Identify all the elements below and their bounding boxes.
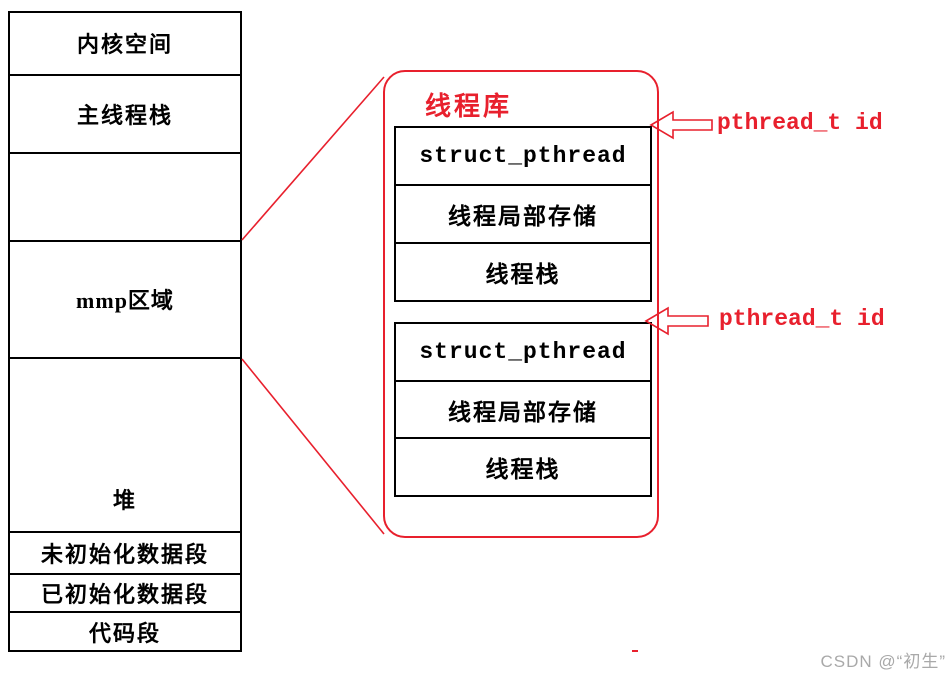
segment-label: mmp区域	[76, 288, 174, 314]
segment-label: 内核空间	[76, 32, 173, 58]
segment-label: 未初始化数据段	[40, 542, 209, 568]
memory-segment-heap: 堆	[10, 359, 240, 533]
memory-layout-column: 内核空间 主线程栈 mmp区域 堆 未初始化数据段 已初始化数据段 代码段	[8, 11, 242, 652]
memory-segment-kernel-space: 内核空间	[10, 13, 240, 76]
pthread-id-label: pthread_t id	[717, 110, 883, 136]
pthread-row-struct: struct_pthread	[396, 324, 650, 382]
arrow-left-icon	[649, 110, 713, 140]
watermark: CSDN @“初生”	[820, 652, 946, 671]
memory-segment-main-thread-stack: 主线程栈	[10, 76, 240, 155]
thread-library-box: 线程库 struct_pthread 线程局部存储 线程栈 struct_pth…	[383, 70, 659, 538]
thread-library-title: 线程库	[425, 92, 513, 121]
memory-segment-initialized-data: 已初始化数据段	[10, 575, 240, 614]
segment-label: 堆	[112, 487, 137, 513]
memory-segment-code: 代码段	[10, 613, 240, 650]
segment-label: 代码段	[88, 620, 161, 646]
pthread-row-tls: 线程局部存储	[396, 186, 650, 244]
expand-line-bottom	[241, 358, 385, 535]
pthread-id-label: pthread_t id	[719, 306, 885, 332]
pthread-row-stack: 线程栈	[485, 457, 561, 483]
pthread-row-tls: 线程局部存储	[396, 382, 650, 440]
pthread-block-2: struct_pthread 线程局部存储 线程栈	[394, 322, 652, 497]
memory-segment-mmap-region: mmp区域	[10, 242, 240, 359]
memory-segment-uninitialized-data: 未初始化数据段	[10, 533, 240, 576]
pthread-row-stack: 线程栈	[485, 262, 561, 287]
expand-line-top	[241, 76, 385, 241]
memory-segment-empty	[10, 154, 240, 242]
pthread-block-1: struct_pthread 线程局部存储 线程栈	[394, 126, 652, 302]
red-dash-mark	[632, 650, 638, 652]
pthread-row-struct: struct_pthread	[396, 128, 650, 186]
segment-label: 已初始化数据段	[40, 582, 209, 608]
segment-label: 主线程栈	[76, 102, 173, 128]
